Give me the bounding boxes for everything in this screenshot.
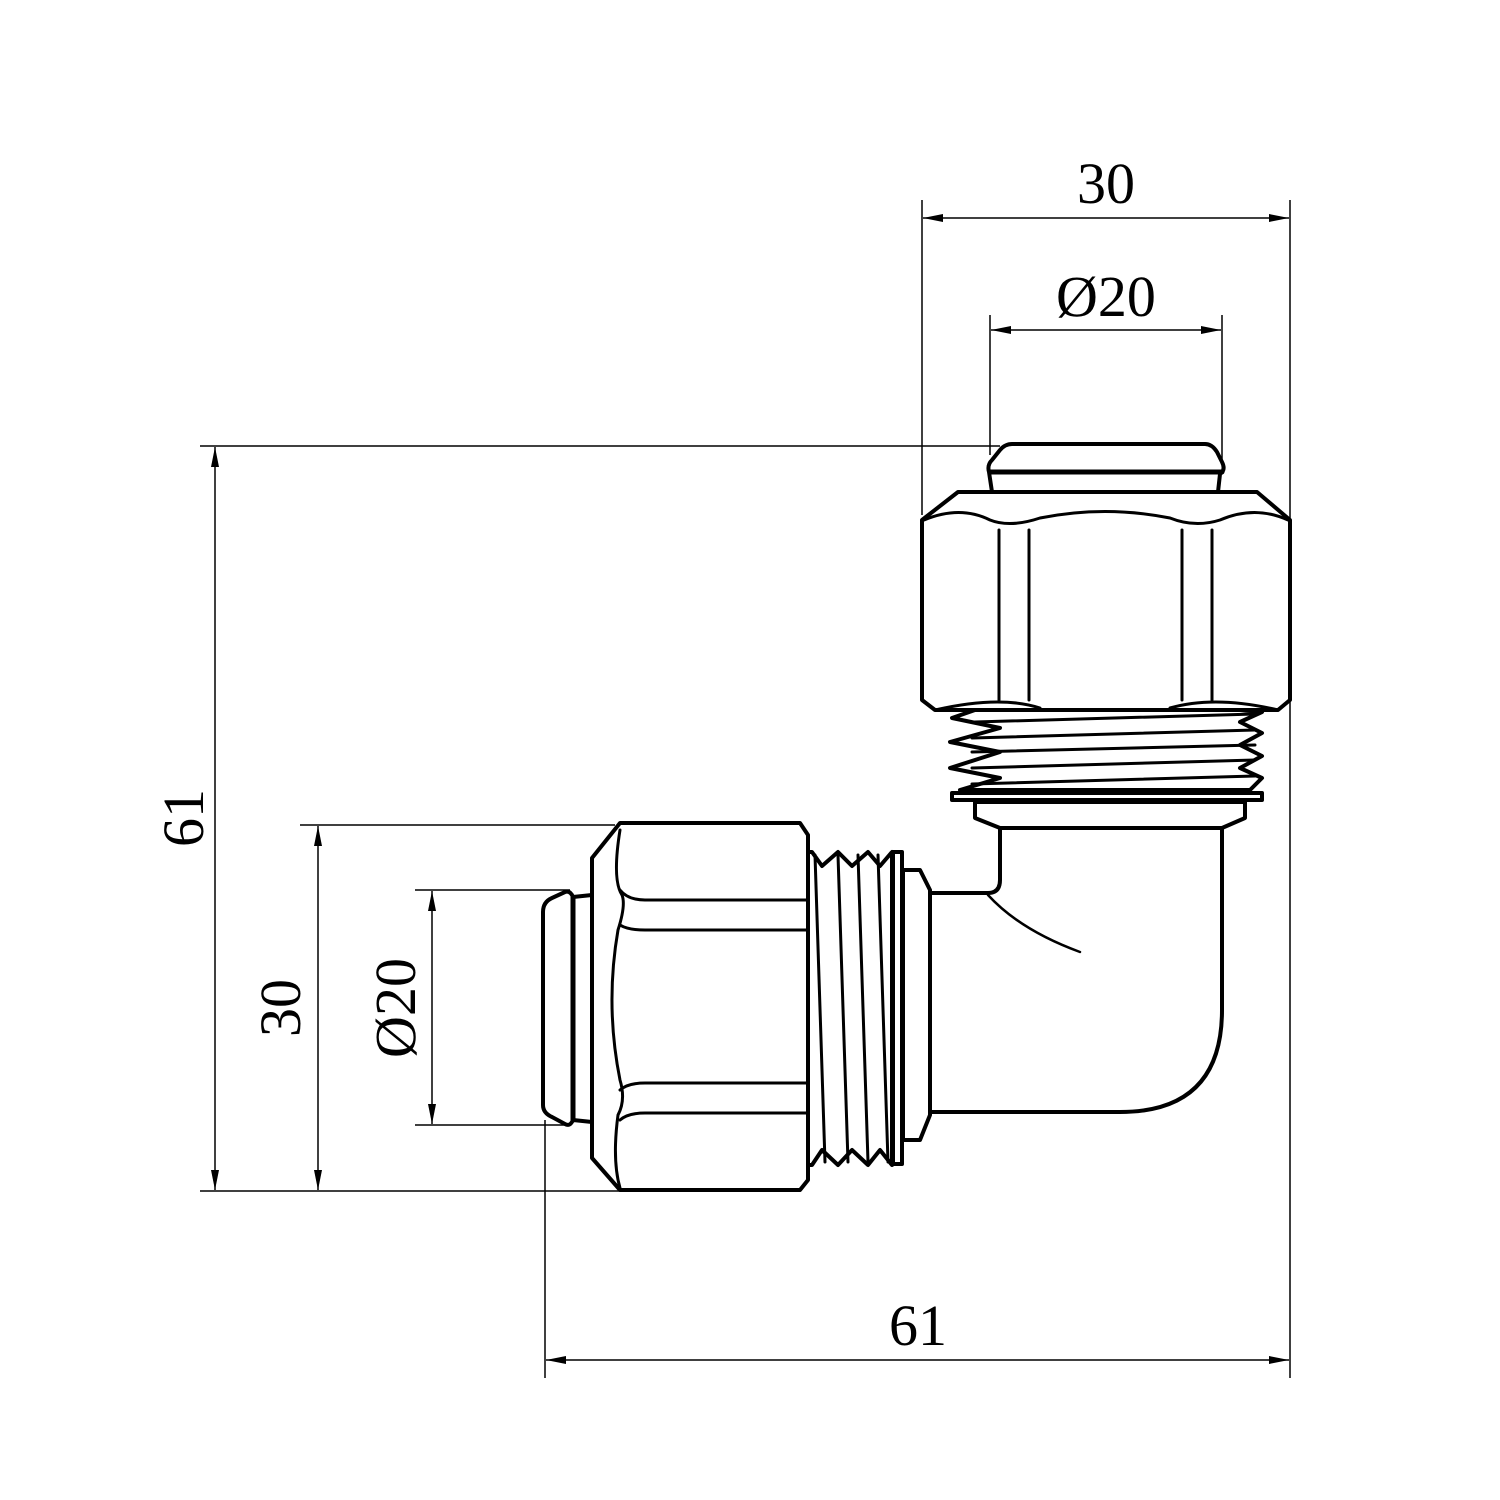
left-nut (590, 821, 810, 1192)
label-overall-width: 61 (889, 1293, 947, 1358)
left-cap (541, 889, 594, 1127)
left-thread (806, 850, 894, 1167)
top-nut (920, 490, 1292, 712)
extension-lines (200, 200, 1291, 1378)
label-side-diameter: Ø20 (363, 958, 428, 1058)
label-side-height: 30 (248, 979, 313, 1037)
elbow-body (926, 824, 1224, 1114)
top-fitting (920, 442, 1292, 830)
top-cap (986, 442, 1226, 494)
label-top-width: 30 (1077, 151, 1135, 216)
label-overall-height: 61 (151, 789, 216, 847)
dimension-lines (211, 214, 1289, 1364)
top-collar (973, 800, 1247, 830)
left-washer (891, 850, 904, 1166)
top-washer (950, 791, 1264, 802)
left-collar (901, 868, 932, 1142)
label-top-diameter: Ø20 (1056, 264, 1156, 329)
left-fitting (541, 821, 932, 1192)
